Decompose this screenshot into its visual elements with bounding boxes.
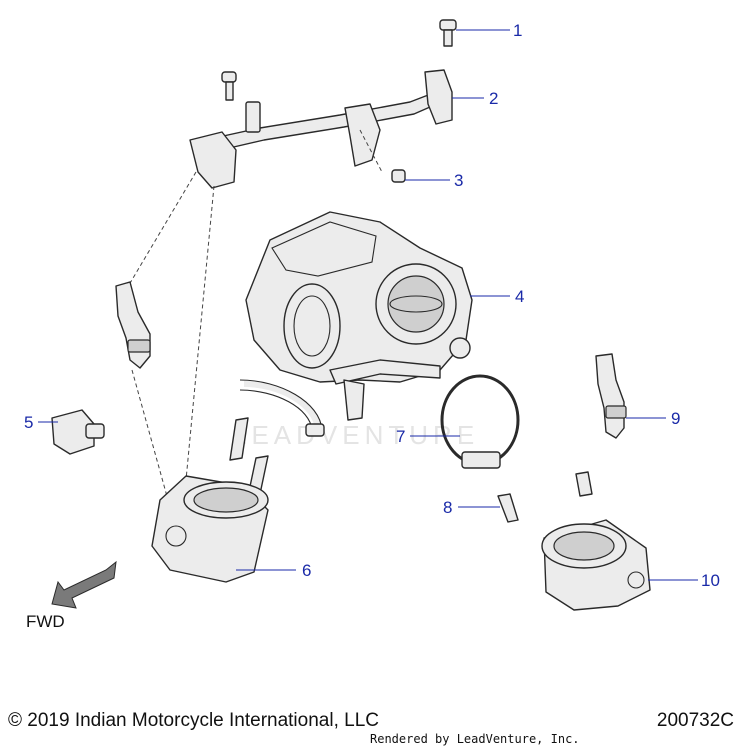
callout-7: 7 [396,427,405,446]
part-8-screw [497,471,593,523]
fuel-injector-left [115,281,151,369]
diagram-number: 200732C [656,710,734,731]
callout-1: 1 [513,21,522,40]
part-2-fuel-rail [189,69,453,189]
callout-3: 3 [454,171,463,190]
callout-5: 5 [24,413,33,432]
part-4-throttle-body [245,211,473,421]
small-clamp [239,379,325,437]
part-1-screw [439,19,457,47]
callout-10: 10 [701,571,720,590]
callout-8: 8 [443,498,452,517]
leader-lines [38,29,698,581]
watermark: LEADVENTURE [232,420,479,450]
callout-9: 9 [671,409,680,428]
callout-6: 6 [302,561,311,580]
part-6-intake-boot [151,475,269,583]
callout-2: 2 [489,89,498,108]
fwd-label: FWD [26,612,65,631]
part-7-large-clamp [440,374,520,469]
assembly-lines [119,129,383,501]
callouts: 1 2 3 4 5 6 7 8 9 10 [24,21,720,590]
part-10-intake-manifold [541,519,651,611]
part-5-sensor [51,409,105,455]
callout-4: 4 [515,287,524,306]
part-9-fuel-injector [595,353,627,439]
copyright-text: © 2019 Indian Motorcycle International, … [8,710,379,731]
rendered-by-text: Rendered by LeadVenture, Inc. [370,732,580,746]
part-3-screw [391,169,406,183]
fwd-arrow [51,560,117,609]
